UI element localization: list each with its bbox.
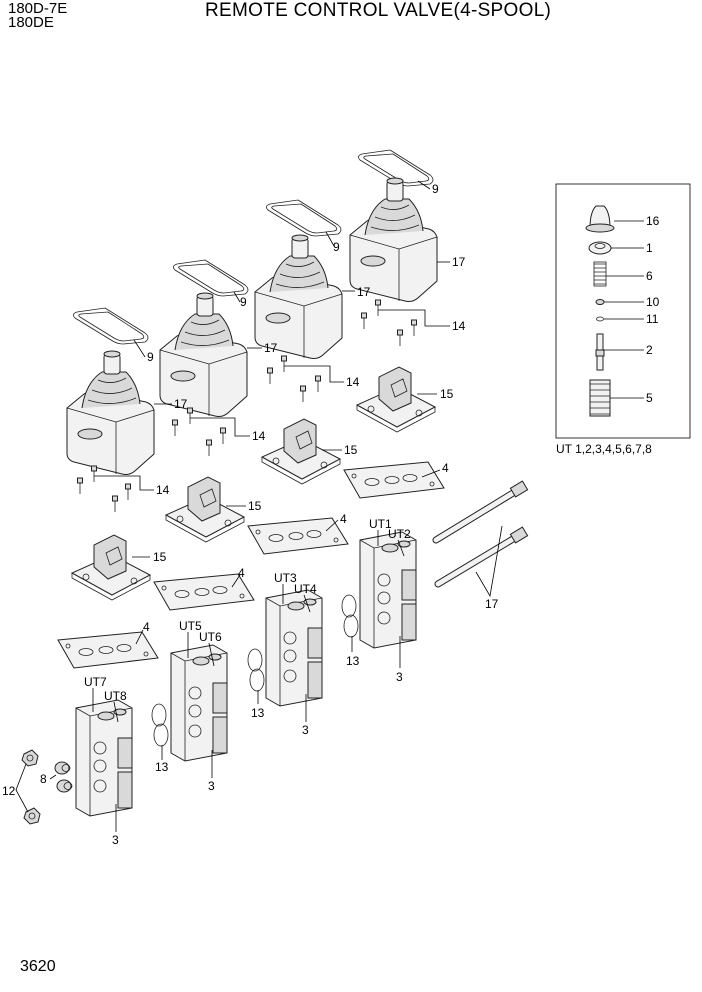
callout-15: 15 bbox=[344, 443, 358, 457]
callout-3: 3 bbox=[302, 723, 309, 737]
model-label-2: 180DE bbox=[8, 14, 54, 31]
callout-13: 13 bbox=[251, 706, 265, 720]
callout-13-leaders bbox=[161, 636, 353, 760]
callout-15-leaders bbox=[132, 393, 437, 558]
callout-17: 17 bbox=[452, 255, 466, 269]
nut-part bbox=[21, 749, 41, 825]
port-label-ut3: UT3 bbox=[274, 571, 297, 585]
callout-15: 15 bbox=[248, 499, 262, 513]
callout-13: 13 bbox=[346, 654, 360, 668]
callout-9: 9 bbox=[240, 295, 247, 309]
callout-3: 3 bbox=[208, 779, 215, 793]
callout-14: 14 bbox=[346, 375, 360, 389]
callout-17: 17 bbox=[264, 341, 278, 355]
inset-callout-16: 16 bbox=[646, 214, 660, 228]
detail-inset bbox=[555, 183, 691, 439]
callout-17: 17 bbox=[174, 397, 188, 411]
callout-9-leaders bbox=[133, 180, 431, 358]
port-label-ut5: UT5 bbox=[179, 619, 202, 633]
callout-3: 3 bbox=[112, 833, 119, 847]
model-label-1: 180D-7E bbox=[8, 0, 68, 17]
callout-9: 9 bbox=[147, 350, 154, 364]
bolt-group-3 bbox=[172, 407, 250, 457]
callout-9: 9 bbox=[333, 240, 340, 254]
port-label-ut7: UT7 bbox=[84, 675, 107, 689]
inset-callout-1: 1 bbox=[646, 241, 653, 255]
callout-8: 8 bbox=[40, 772, 47, 786]
port-label-ut1: UT1 bbox=[369, 517, 392, 531]
callout-4: 4 bbox=[143, 620, 150, 634]
callout-14: 14 bbox=[452, 319, 466, 333]
inset-callout-11: 11 bbox=[646, 312, 659, 326]
callout-4: 4 bbox=[442, 461, 449, 475]
fitting-part bbox=[54, 761, 73, 793]
callout-13: 13 bbox=[155, 760, 169, 774]
page-number: 3620 bbox=[20, 958, 56, 975]
bolt-group-1 bbox=[361, 299, 450, 347]
callout-17-leaders bbox=[154, 261, 450, 405]
callout-12: 12 bbox=[2, 784, 16, 798]
callout-14: 14 bbox=[156, 483, 170, 497]
page-title: REMOTE CONTROL VALVE(4-SPOOL) bbox=[205, 0, 552, 21]
port-label-ut8: UT8 bbox=[104, 689, 127, 703]
inset-callout-2: 2 bbox=[646, 343, 653, 357]
callout-3: 3 bbox=[396, 670, 403, 684]
callout-4: 4 bbox=[238, 566, 245, 580]
callout-17: 17 bbox=[485, 597, 499, 611]
callout-15: 15 bbox=[440, 387, 454, 401]
callout-4-leaders bbox=[135, 469, 441, 645]
bolt-group-4 bbox=[77, 465, 154, 513]
callout-9: 9 bbox=[432, 182, 439, 196]
callout-15: 15 bbox=[153, 550, 167, 564]
tie-rod-part bbox=[432, 480, 529, 598]
callout-3-leaders bbox=[115, 636, 401, 832]
inset-callout-5: 5 bbox=[646, 391, 653, 405]
port-label-ut6: UT6 bbox=[199, 630, 222, 644]
callout-14: 14 bbox=[252, 429, 266, 443]
callout-17: 17 bbox=[357, 285, 371, 299]
port-label-ut4: UT4 bbox=[294, 582, 317, 596]
inset-callout-6: 6 bbox=[646, 269, 653, 283]
inset-caption: UT 1,2,3,4,5,6,7,8 bbox=[556, 442, 652, 456]
callout-4: 4 bbox=[340, 512, 347, 526]
inset-callout-10: 10 bbox=[646, 295, 660, 309]
bolt-group-2 bbox=[267, 355, 344, 403]
port-label-ut2: UT2 bbox=[388, 527, 411, 541]
